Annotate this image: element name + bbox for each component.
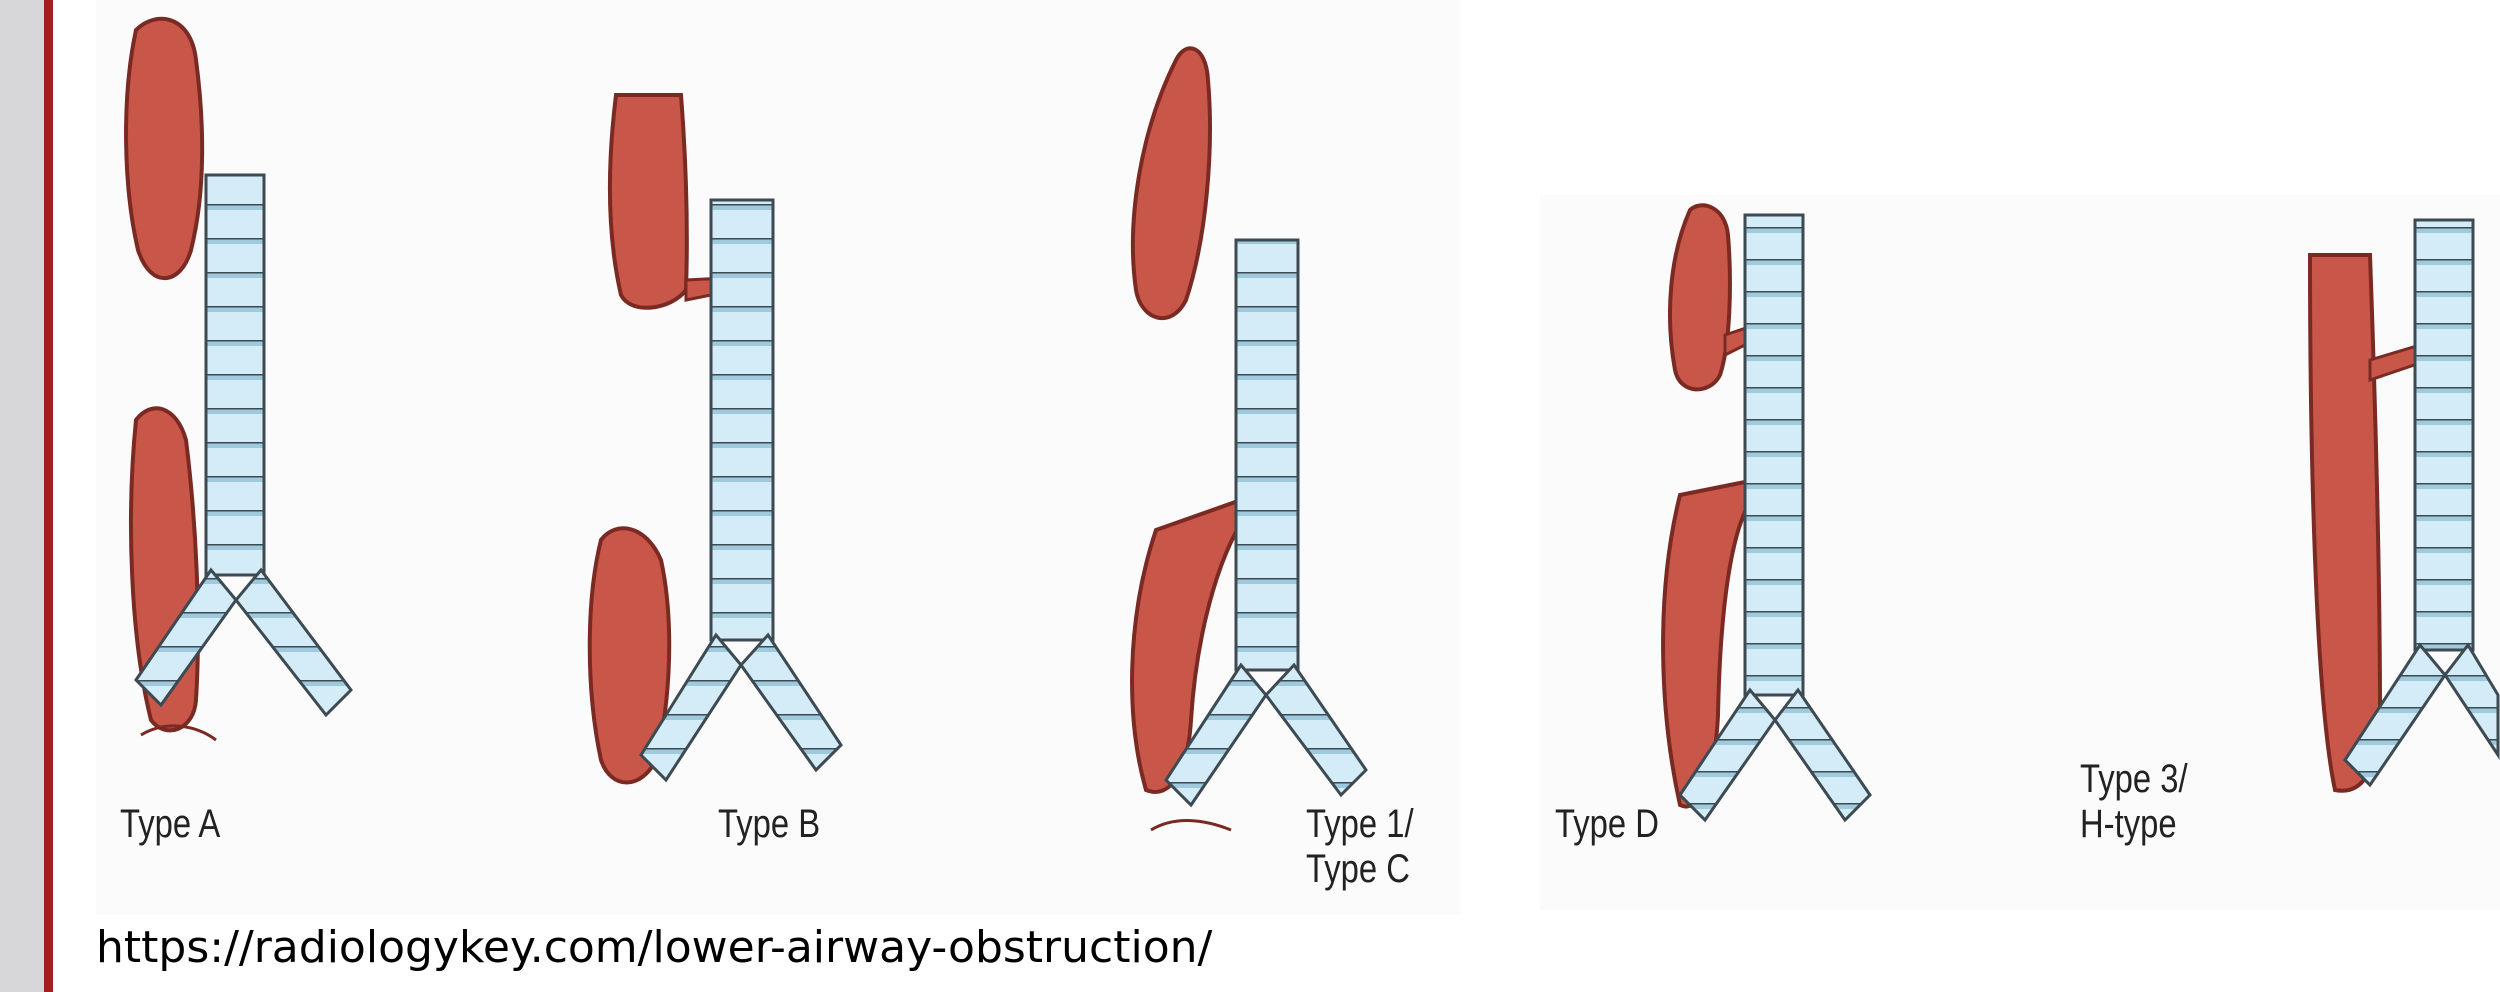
type-c-drawing xyxy=(1132,48,1366,830)
type-d-label: Type D xyxy=(1555,800,1659,848)
source-url-link[interactable]: https://radiologykey.com/lower-airway-ob… xyxy=(96,918,1212,978)
slide-left-gray-strip xyxy=(0,0,44,992)
type-3-label-line1: Type 3/ xyxy=(2080,755,2188,803)
slide-left-red-rule xyxy=(44,0,53,992)
figure-left-drawing xyxy=(96,0,1460,915)
type-1-label-line1: Type 1/ xyxy=(1306,800,1414,848)
figure-panel-left: Type A Type B Type 1/ Type C xyxy=(96,0,1460,915)
type-1-label-line2: Type C xyxy=(1306,845,1410,893)
type-b-drawing xyxy=(590,95,841,783)
type-3-label-line2: H-type xyxy=(2080,800,2177,848)
figure-panel-right: Type D Type 3/ H-type xyxy=(1540,195,2500,910)
figure-right-drawing xyxy=(1540,195,2500,910)
type-a-label: Type A xyxy=(120,800,220,848)
type-b-label: Type B xyxy=(718,800,820,848)
type-d-drawing xyxy=(1663,205,1870,820)
type-h-drawing xyxy=(2310,220,2498,791)
type-a-drawing xyxy=(126,19,351,740)
